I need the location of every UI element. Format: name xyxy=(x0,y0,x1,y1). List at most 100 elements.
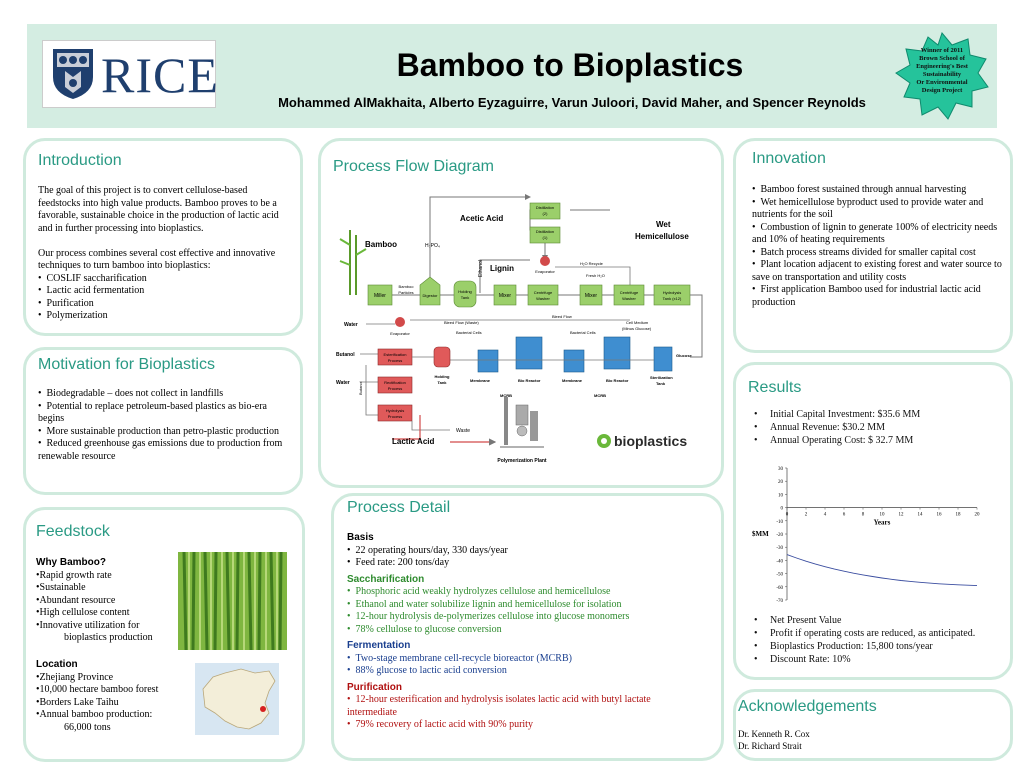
svg-text:Bio Reactor: Bio Reactor xyxy=(606,378,629,383)
svg-text:Centrifuge: Centrifuge xyxy=(620,290,639,295)
pfd-centrifuge-washer-2 xyxy=(613,284,645,306)
svg-text:Bleed Flow: Bleed Flow xyxy=(552,314,572,319)
china-map xyxy=(195,663,279,735)
svg-text:Bacterial Cells: Bacterial Cells xyxy=(570,330,596,335)
poster-title: Bamboo to Bioplastics xyxy=(396,47,744,83)
pfd-mixer-2 xyxy=(579,284,603,306)
motivation-bullet: Reduced greenhouse gas emissions due to … xyxy=(38,438,283,463)
y-tick-label: -60 xyxy=(776,586,783,591)
polymerization-plant-icon xyxy=(500,397,544,448)
pfd-holding-tank xyxy=(453,280,477,308)
motivation-bullet: More sustainable production than petro-p… xyxy=(38,426,283,439)
process-flow-title: Process Flow Diagram xyxy=(333,158,494,175)
svg-text:Centrifuge: Centrifuge xyxy=(534,290,553,295)
intro-bullet: Polymerization xyxy=(38,310,283,323)
y-tick-label: -30 xyxy=(776,546,783,551)
pfd-distillation-1 xyxy=(529,226,561,244)
pfd-mixer-1 xyxy=(493,284,517,306)
pfd-bioreactor-2 xyxy=(603,336,631,370)
results-top-list: Initial Capital Investment: $35.6 MM Ann… xyxy=(754,408,1004,447)
x-tick-label: 18 xyxy=(956,513,962,518)
y-tick-label: -70 xyxy=(776,599,783,604)
feedstock-why: Why Bamboo? •Rapid growth rate •Sustaina… xyxy=(36,557,153,643)
x-tick-label: 12 xyxy=(899,513,905,518)
pfd-hydrolysis-tank xyxy=(653,284,691,306)
pfd-lactic-acid-label: Lactic Acid xyxy=(392,437,434,446)
pfd-ethanol-label: Ethanol xyxy=(478,260,484,277)
pfd-membrane-2 xyxy=(563,349,585,373)
pfd-h3po4-label: H₃PO₄ xyxy=(425,243,440,249)
svg-text:Tank: Tank xyxy=(656,381,666,386)
svg-text:Distillation: Distillation xyxy=(536,205,554,210)
motivation-title: Motivation for Bioplastics xyxy=(38,356,215,373)
svg-text:Bamboo: Bamboo xyxy=(399,284,415,289)
svg-text:Membrane: Membrane xyxy=(562,378,583,383)
x-tick-label: 20 xyxy=(975,513,981,518)
svg-text:Hydrolysis: Hydrolysis xyxy=(386,408,404,413)
process-detail-title: Process Detail xyxy=(347,499,451,516)
process-detail-text: Basis 22 operating hours/day, 330 days/y… xyxy=(347,530,687,732)
svg-text:Process: Process xyxy=(388,358,402,363)
x-axis-label: Years xyxy=(874,519,891,527)
svg-text:Bio Reactor: Bio Reactor xyxy=(518,378,541,383)
x-tick-label: 0 xyxy=(786,513,789,518)
motivation-bullet: Potential to replace petroleum-based pla… xyxy=(38,401,283,426)
x-tick-label: 2 xyxy=(805,513,808,518)
svg-text:Mixer: Mixer xyxy=(499,293,512,299)
pfd-rectification xyxy=(377,376,413,394)
svg-text:Tank: Tank xyxy=(461,295,469,300)
x-tick-label: 16 xyxy=(937,513,943,518)
svg-text:Rectification: Rectification xyxy=(384,380,406,385)
svg-text:Particles: Particles xyxy=(398,290,413,295)
y-tick-label: 10 xyxy=(778,493,784,498)
rice-logo: RICE xyxy=(42,40,218,108)
svg-text:Water: Water xyxy=(336,380,350,386)
award-starburst-icon xyxy=(895,31,989,120)
svg-text:Evaporator: Evaporator xyxy=(535,269,555,274)
award-text: Winner of 2011 Brown School of Engineeri… xyxy=(916,47,968,94)
intro-bullet: Lactic acid fermentation xyxy=(38,285,283,298)
acknowledgements-text: Dr. Kenneth R. Cox Dr. Richard Strait xyxy=(738,729,810,751)
x-tick-label: 4 xyxy=(824,513,827,518)
poster-authors: Mohammed AlMakhaita, Alberto Eyzaguirre,… xyxy=(278,95,866,110)
intro-bullet: Purification xyxy=(38,298,283,311)
svg-text:Glucose: Glucose xyxy=(676,353,693,358)
pfd-sterilization-tank xyxy=(653,346,673,372)
y-tick-label: -40 xyxy=(776,559,783,564)
svg-text:Bacterial Cells: Bacterial Cells xyxy=(456,330,482,335)
results-bottom-list: Net Present Value Profit if operating co… xyxy=(754,614,1009,666)
svg-text:Membrane: Membrane xyxy=(470,378,491,383)
feedstock-location: Location •Zhejiang Province •10,000 hect… xyxy=(36,659,159,733)
svg-text:Miller: Miller xyxy=(374,293,386,299)
pfd-hydrolysis xyxy=(377,404,413,422)
pfd-distillation-2 xyxy=(529,202,561,220)
pfd-miller xyxy=(367,284,393,306)
acknowledgements-title: Acknowledgements xyxy=(738,698,877,715)
pfd-holding-tank-2 xyxy=(433,346,451,368)
pfd-hemicellulose-label: Hemicellulose xyxy=(635,232,689,241)
x-tick-label: 10 xyxy=(880,513,886,518)
svg-text:Tank (x12): Tank (x12) xyxy=(663,296,682,301)
svg-text:Polymerization Plant: Polymerization Plant xyxy=(497,458,547,464)
svg-text:Fresh H₂O: Fresh H₂O xyxy=(586,273,605,278)
svg-text:H₂O Recycle: H₂O Recycle xyxy=(580,261,604,266)
pfd-bamboo-label: Bamboo xyxy=(365,240,397,249)
x-tick-label: 8 xyxy=(862,513,865,518)
innovation-title: Innovation xyxy=(752,150,826,167)
svg-text:bioplastics: bioplastics xyxy=(614,433,687,449)
svg-text:Cell Medium: Cell Medium xyxy=(626,320,649,325)
svg-text:MCRB: MCRB xyxy=(500,393,512,398)
svg-text:Digestor: Digestor xyxy=(423,293,439,298)
svg-text:Butanol: Butanol xyxy=(336,352,355,358)
x-tick-label: 14 xyxy=(918,513,924,518)
y-tick-label: 30 xyxy=(778,467,784,472)
svg-text:Water: Water xyxy=(344,322,358,328)
pfd-acetic-acid-label: Acetic Acid xyxy=(460,214,503,223)
svg-text:Mixer: Mixer xyxy=(585,293,598,299)
svg-text:Butanol: Butanol xyxy=(358,381,363,395)
y-axis-label: $MM xyxy=(752,530,769,538)
svg-text:Distillation: Distillation xyxy=(536,229,554,234)
svg-text:(Minus Glucose): (Minus Glucose) xyxy=(622,326,652,331)
